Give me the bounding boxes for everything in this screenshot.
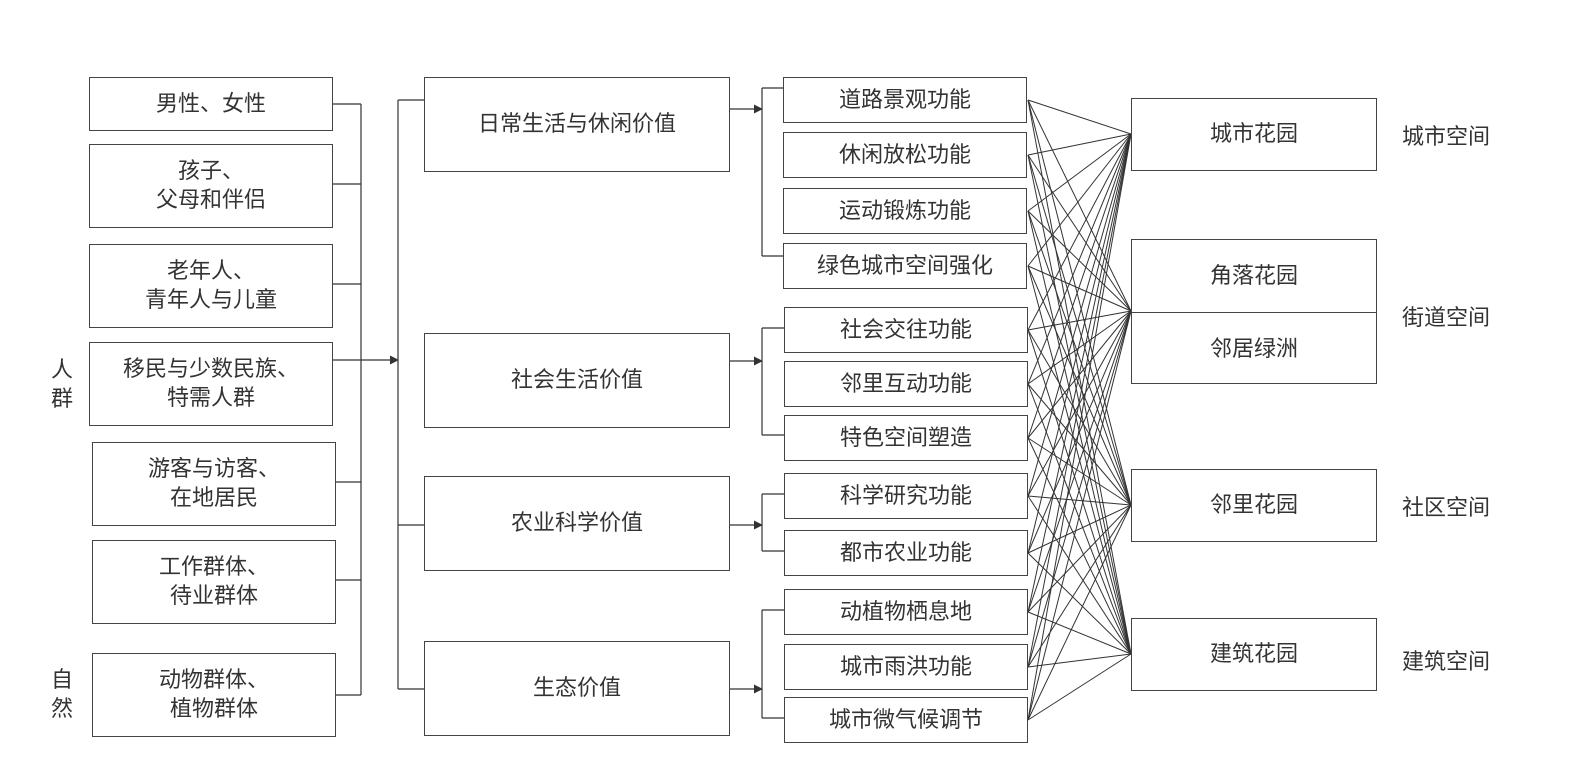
group-visitors: 游客与访客、在地居民 <box>92 442 336 526</box>
link-line <box>1027 552 1132 655</box>
group-line-1: 老年人、 <box>166 259 255 284</box>
function-urban-agriculture: 都市农业功能 <box>784 530 1028 576</box>
link-line <box>1027 133 1132 331</box>
group-line-1: 移民与少数民族、 <box>122 357 299 382</box>
link-line <box>1027 265 1132 312</box>
link-line <box>1027 310 1132 497</box>
link-line <box>1027 437 1132 506</box>
link-line <box>1027 154 1132 506</box>
space-city-label: 城市空间 <box>1402 125 1491 150</box>
space-street-label: 街道空间 <box>1402 306 1491 331</box>
link-line <box>1027 504 1132 668</box>
group-line-2: 待业群体 <box>169 584 258 609</box>
link-line <box>1027 133 1132 439</box>
link-line <box>1027 611 1132 655</box>
garden-neighborhood: 邻里花园 <box>1131 469 1377 542</box>
link-line <box>1027 99 1132 655</box>
function-leisure-relax: 休闲放松功能 <box>783 132 1027 178</box>
group-line-1: 游客与访客、 <box>147 457 280 482</box>
link-line <box>1027 99 1132 506</box>
link-line <box>1027 210 1132 506</box>
group-gender: 男性、女性 <box>89 77 333 131</box>
link-line <box>1027 133 1132 156</box>
link-line <box>1027 504 1132 613</box>
function-microclimate: 城市微气候调节 <box>784 697 1028 743</box>
link-line <box>1027 383 1132 655</box>
group-workers: 工作群体、待业群体 <box>92 540 336 624</box>
function-stormwater: 城市雨洪功能 <box>784 644 1028 690</box>
link-line <box>1027 210 1132 312</box>
space-building-label: 建筑空间 <box>1402 650 1491 675</box>
space-community-label: 社区空间 <box>1402 496 1491 521</box>
link-line <box>1027 133 1132 721</box>
link-line <box>1027 504 1132 721</box>
group-line-2: 在地居民 <box>169 486 258 511</box>
function-neighbor-interaction: 邻里互动功能 <box>784 361 1028 407</box>
group-line-1: 孩子、 <box>177 159 244 184</box>
function-garden-links <box>1027 99 1132 721</box>
function-habitat: 动植物栖息地 <box>784 589 1028 635</box>
function-exercise: 运动锻炼功能 <box>783 188 1027 234</box>
group-children-parents: 孩子、父母和伴侣 <box>89 144 333 228</box>
garden-corner: 角落花园 <box>1209 263 1298 289</box>
link-line <box>1027 653 1132 721</box>
value-agri-science: 农业科学价值 <box>424 476 730 571</box>
link-line <box>1027 653 1132 668</box>
group-line-2: 特需人群 <box>166 386 255 411</box>
link-line <box>1027 133 1132 554</box>
link-line <box>1027 133 1132 613</box>
garden-oasis: 邻居绿洲 <box>1209 336 1298 362</box>
group-age: 老年人、青年人与儿童 <box>89 244 333 328</box>
link-line <box>1027 133 1132 267</box>
group-line-1: 动物群体、 <box>158 668 269 693</box>
garden-building: 建筑花园 <box>1131 618 1377 691</box>
group-line-2: 父母和伴侣 <box>155 188 266 213</box>
link-line <box>1027 504 1132 554</box>
value-daily-leisure: 日常生活与休闲价值 <box>424 77 730 172</box>
value-social-life: 社会生活价值 <box>424 333 730 428</box>
link-line <box>1027 310 1132 721</box>
link-line <box>1027 329 1132 655</box>
group-migrants: 移民与少数民族、特需人群 <box>89 342 333 426</box>
group-line-1: 男性、女性 <box>155 91 266 117</box>
link-line <box>1027 133 1132 212</box>
function-distinct-space: 特色空间塑造 <box>784 415 1028 461</box>
link-line <box>1027 310 1132 331</box>
group-fauna-flora: 动物群体、植物群体 <box>92 653 336 737</box>
function-social-interaction: 社会交往功能 <box>784 307 1028 353</box>
function-road-landscape: 道路景观功能 <box>783 77 1027 123</box>
group-line-1: 工作群体、 <box>158 555 269 580</box>
link-line <box>1027 133 1132 385</box>
link-line <box>1027 99 1132 135</box>
garden-corner-oasis: 角落花园 邻居绿洲 <box>1131 239 1377 384</box>
tree-connectors <box>333 87 785 719</box>
function-research: 科学研究功能 <box>784 473 1028 519</box>
link-line <box>1027 329 1132 506</box>
link-line <box>1027 133 1132 668</box>
link-line <box>1027 265 1132 506</box>
link-line <box>1027 133 1132 497</box>
people-side-label: 人群 <box>50 358 73 412</box>
garden-divider <box>1132 312 1376 313</box>
group-line-2: 青年人与儿童 <box>144 288 277 313</box>
value-ecological: 生态价值 <box>424 641 730 736</box>
link-line <box>1027 310 1132 613</box>
function-green-space: 绿色城市空间强化 <box>783 243 1027 289</box>
link-line <box>1027 310 1132 385</box>
link-line <box>1027 495 1132 655</box>
nature-side-label: 自然 <box>50 668 73 722</box>
link-line <box>1027 310 1132 554</box>
garden-city: 城市花园 <box>1131 98 1377 171</box>
link-line <box>1027 383 1132 506</box>
link-line <box>1027 495 1132 506</box>
group-line-2: 植物群体 <box>169 697 258 722</box>
link-line <box>1027 99 1132 312</box>
link-line <box>1027 437 1132 655</box>
link-line <box>1027 310 1132 668</box>
